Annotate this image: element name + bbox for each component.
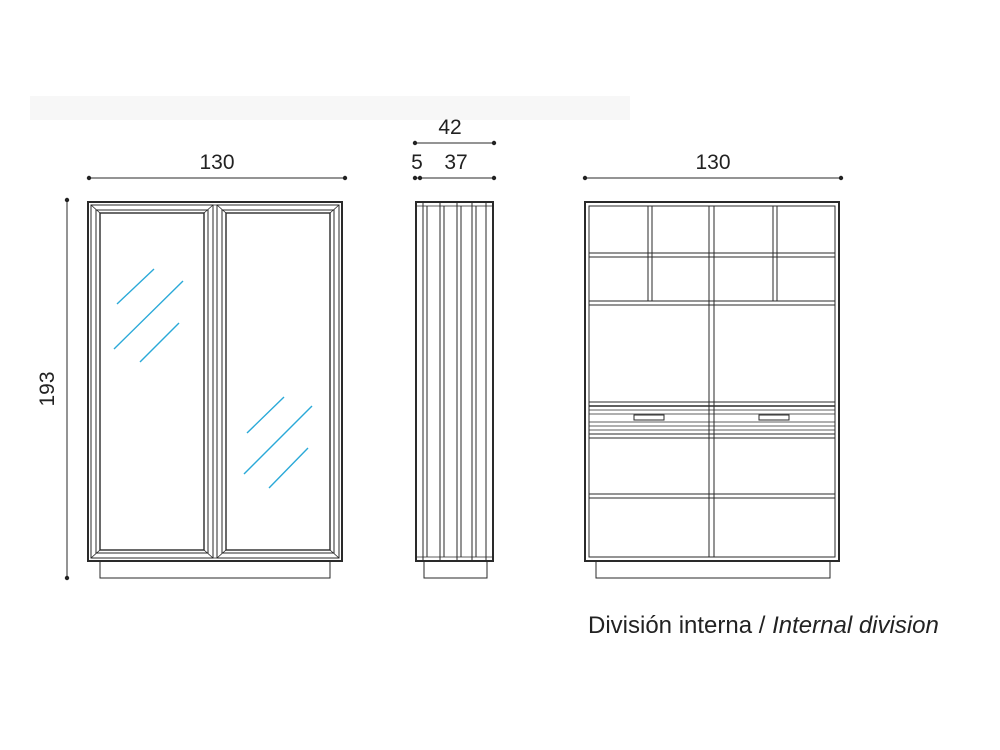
caption-separator: / (752, 612, 773, 639)
caption-english: Internal division (772, 612, 939, 639)
caption: División interna / Internal division (588, 612, 939, 640)
front-view: 130 193 (36, 151, 348, 581)
side-panel (415, 201, 494, 562)
left-glass-door (90, 204, 214, 559)
side-depth-a-label: 5 (411, 151, 423, 174)
right-glass-door (216, 204, 340, 559)
side-depth-total-label: 42 (438, 116, 461, 139)
header-band (30, 96, 630, 120)
left-glass-reflection (113, 268, 184, 363)
front-width-dimension: 130 (86, 151, 348, 181)
interior-view: 130 (582, 151, 844, 579)
drawer-band (589, 401, 835, 439)
side-depth-split-dimension: 5 37 (411, 151, 497, 181)
height-label: 193 (36, 371, 59, 406)
lower-shelves (589, 493, 835, 499)
interior-outer-frame (584, 201, 840, 562)
upper-cubbies (589, 206, 835, 306)
side-depth-total-dimension: 42 (412, 116, 497, 146)
front-plinth (99, 560, 331, 579)
height-dimension: 193 (36, 197, 70, 581)
interior-width-dimension: 130 (582, 151, 844, 181)
left-drawer-handle (633, 414, 665, 421)
front-outer-frame (87, 201, 343, 562)
right-drawer-handle (758, 414, 790, 421)
side-depth-b-label: 37 (444, 151, 467, 174)
interior-plinth (595, 560, 831, 579)
central-divider (708, 206, 715, 557)
front-width-label: 130 (199, 151, 234, 174)
right-glass-reflection (243, 396, 313, 489)
side-plinth (423, 560, 488, 579)
interior-width-label: 130 (695, 151, 730, 174)
caption-spanish: División interna (588, 612, 753, 639)
side-fluting (416, 202, 493, 561)
side-view: 42 5 37 (411, 116, 497, 579)
